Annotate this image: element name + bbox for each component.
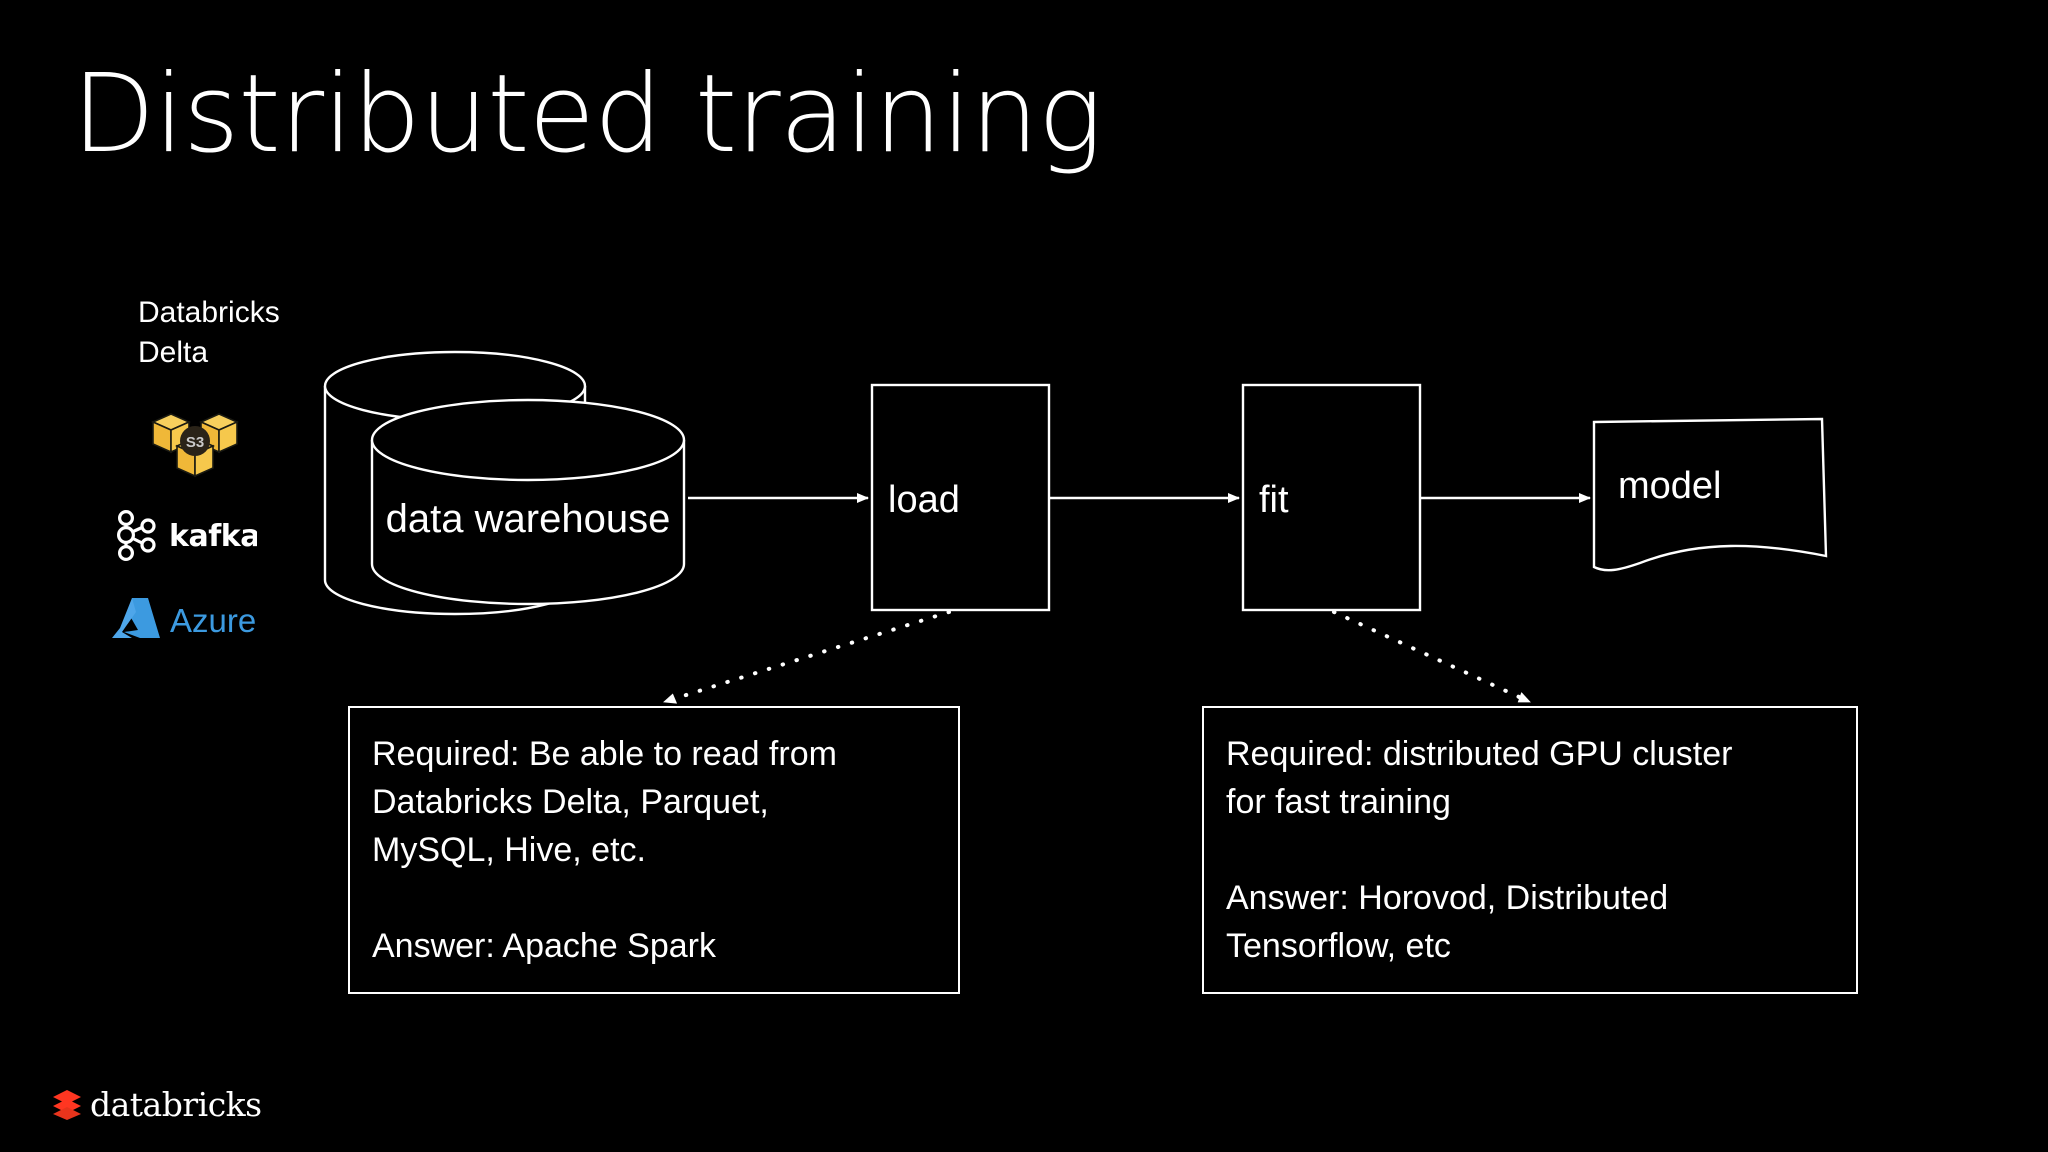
data-warehouse-cylinder-back: [323, 350, 587, 616]
load-node[interactable]: load: [870, 383, 1051, 612]
edge-fit-to-right-callout: [1332, 610, 1532, 704]
kafka-logo: kafka: [112, 508, 257, 562]
source-label: Databricks Delta: [138, 296, 280, 369]
load-label: load: [888, 479, 960, 521]
fit-label: fit: [1259, 479, 1289, 521]
databricks-wordmark: databricks: [90, 1084, 262, 1124]
callout-right[interactable]: Required: distributed GPU cluster for fa…: [1202, 706, 1858, 994]
kafka-wordmark: kafka: [169, 519, 257, 554]
aws-s3-icon: S3: [151, 413, 239, 478]
azure-logo: Azure: [110, 592, 260, 644]
kafka-icon: kafka: [116, 509, 257, 561]
callout-left[interactable]: Required: Be able to read from Databrick…: [348, 706, 960, 994]
s3-badge-label: S3: [186, 434, 204, 451]
data-warehouse-label: data warehouse: [386, 497, 671, 541]
model-label: model: [1618, 465, 1722, 507]
databricks-logo-icon: [53, 1090, 81, 1120]
azure-wordmark: Azure: [170, 602, 256, 639]
edge-load-to-left-callout: [662, 610, 951, 704]
databricks-footer-logo: databricks: [52, 1086, 262, 1122]
callout-left-text: Required: Be able to read from Databrick…: [372, 735, 837, 965]
callout-right-text: Required: distributed GPU cluster for fa…: [1226, 735, 1733, 965]
model-node[interactable]: model: [1592, 417, 1828, 572]
aws-s3-logo: S3: [145, 400, 245, 480]
fit-node[interactable]: fit: [1241, 383, 1422, 612]
azure-icon: Azure: [112, 598, 256, 639]
data-warehouse-cylinder[interactable]: data warehouse: [370, 398, 686, 606]
page-title: Distributed training: [72, 52, 1103, 177]
